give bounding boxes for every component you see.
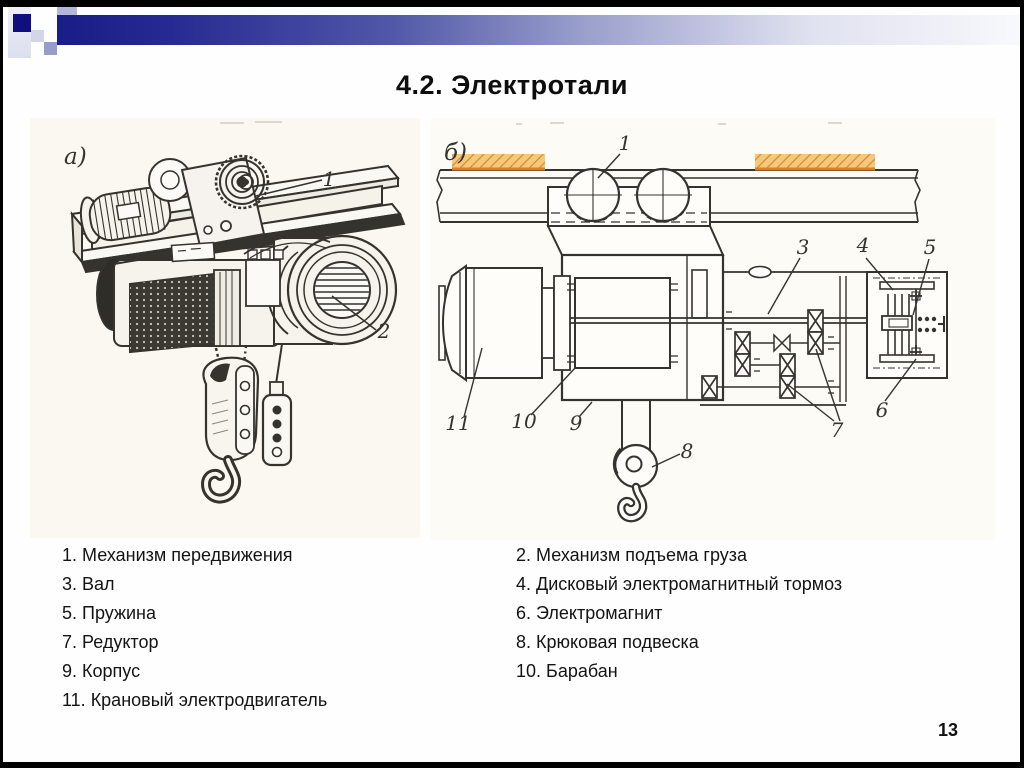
scan-artifact [220, 121, 282, 124]
legend-item-9: 9. Корпус [62, 661, 141, 681]
callout-11: 11 [445, 411, 470, 435]
deco-square-navy [13, 14, 31, 32]
callout-leaders [463, 257, 930, 468]
trolley-wheels [564, 167, 692, 223]
hidden-beam-lines [551, 212, 707, 223]
pendant-control [261, 343, 293, 467]
page-number: 13 [937, 720, 959, 740]
legend-item-8: 8. Крюковая подвеска [516, 632, 699, 652]
legend-item-5: 5. Пружина [62, 603, 157, 623]
figure-a-hoist-drawing: 1 [30, 118, 420, 538]
callout-8: 8 [681, 439, 694, 463]
gear-frame [700, 271, 867, 406]
callout-9: 9 [570, 411, 583, 435]
drum-bearings [567, 283, 678, 363]
main-shaft [570, 317, 882, 324]
legend-item-1: 1. Механизм передвижения [62, 545, 293, 565]
legend-row: 3. Вал 4. Дисковый электромагнитный торм… [62, 570, 992, 599]
legend-row: 5. Пружина 6. Электромагнит [62, 599, 992, 628]
slide-title: 4.2. Электротали [396, 70, 628, 100]
scan-artifact [516, 122, 842, 125]
legend-item-6: 6. Электромагнит [516, 603, 663, 623]
figure-a-label: а) [64, 144, 87, 170]
callout-10: 10 [511, 409, 537, 433]
legend-row: 7. Редуктор 8. Крюковая подвеска [62, 628, 992, 657]
beam-support-left [452, 154, 545, 171]
scan-border-right [1020, 0, 1024, 768]
legend: 1. Механизм передвижения 2. Механизм под… [62, 541, 992, 715]
callout-1-leader [597, 153, 621, 179]
reducer-gears [701, 309, 840, 399]
callout-2: 2 [377, 319, 391, 343]
name-plate [170, 241, 216, 263]
crane-motor [438, 264, 571, 382]
deco-square-light [31, 30, 44, 42]
legend-item-4: 4. Дисковый электромагнитный тормоз [516, 574, 843, 594]
legend-row: 11. Крановый электродвигатель [62, 686, 992, 715]
hoist-body [96, 234, 398, 354]
scan-border-top [0, 0, 1024, 7]
callout-1: 1 [323, 167, 336, 191]
beam-support-right [755, 154, 875, 171]
callout-7: 7 [831, 418, 844, 442]
legend-item-10: 10. Барабан [516, 661, 618, 681]
legend-item-11: 11. Крановый электродвигатель [62, 690, 328, 710]
terminal-box [245, 259, 281, 307]
brake-assembly [866, 271, 948, 379]
coupling-oval [748, 265, 772, 279]
brake-spring-dots [917, 316, 937, 333]
callout-1: 1 [619, 131, 632, 155]
travel-gear [214, 154, 270, 210]
callout-2-leader [331, 295, 377, 331]
scan-border-left [0, 0, 3, 768]
suspension [546, 225, 725, 256]
legend-row: 9. Корпус 10. Барабан [62, 657, 992, 686]
hook-suspension [200, 345, 260, 504]
callout-5: 5 [924, 235, 937, 259]
callout-3: 3 [797, 235, 810, 259]
scan-border-bottom [0, 762, 1024, 768]
figure-b-hoist-schematic: 1 [430, 118, 995, 540]
travel-mechanism [79, 154, 270, 248]
legend-item-2: 2. Механизм подъема груза [516, 545, 748, 565]
callout-4: 4 [856, 233, 870, 257]
deco-square-medium [44, 42, 57, 55]
legend-item-7: 7. Редуктор [62, 632, 159, 652]
legend-row: 1. Механизм передвижения 2. Механизм под… [62, 541, 992, 570]
figure-b-label: б) [444, 140, 467, 166]
legend-item-3: 3. Вал [62, 574, 115, 594]
callout-6: 6 [876, 398, 889, 422]
callout-1-leader [255, 179, 323, 197]
accent-bar [57, 15, 1020, 45]
hook-assembly [612, 400, 659, 523]
